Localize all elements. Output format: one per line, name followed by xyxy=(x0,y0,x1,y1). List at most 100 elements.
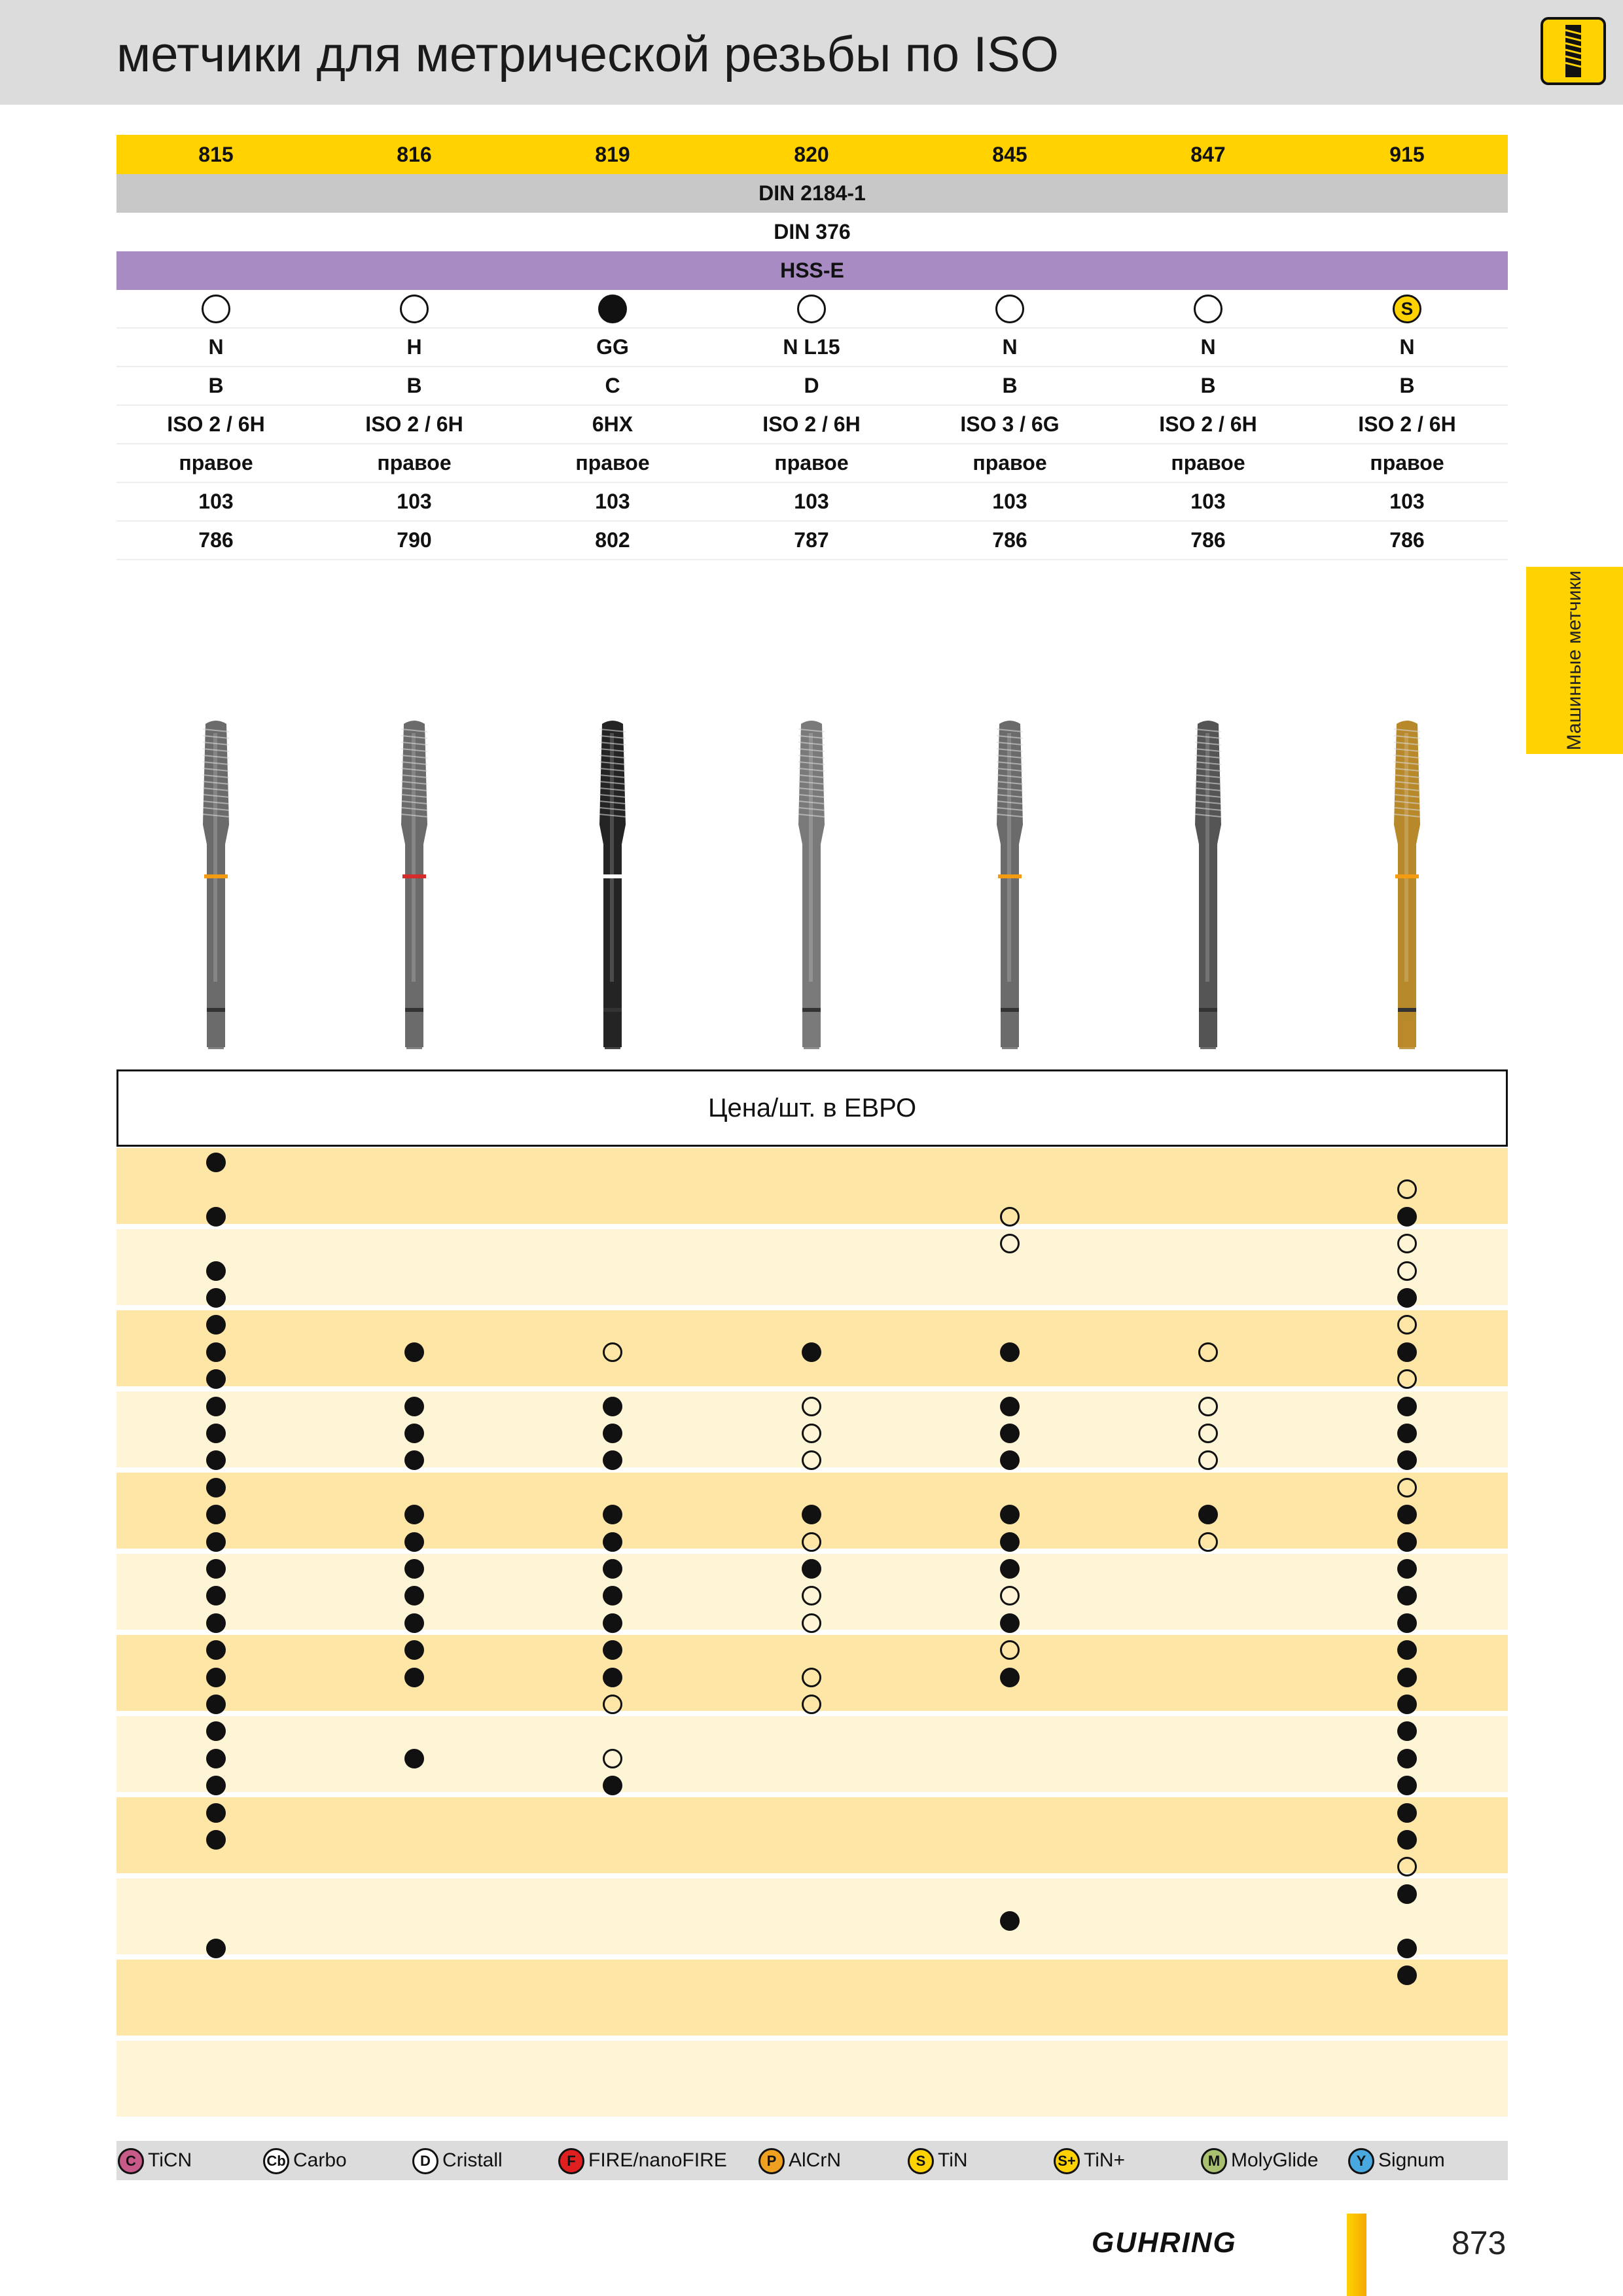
available-dot xyxy=(1000,1396,1020,1416)
available-dot xyxy=(206,1776,226,1796)
coating-badge-icon: Cb xyxy=(263,2148,289,2175)
reference-number-2: 786 xyxy=(992,528,1027,552)
legend-label: TiN+ xyxy=(1084,2149,1126,2171)
available-dot xyxy=(206,1315,226,1335)
coating-badge-icon: Y xyxy=(1348,2148,1374,2175)
available-dot xyxy=(404,1424,424,1443)
thread-direction: правое xyxy=(179,451,253,475)
on-request-dot xyxy=(1397,1261,1417,1281)
on-request-dot xyxy=(1000,1206,1020,1227)
legend-item: S+TiN+ xyxy=(1054,2141,1125,2180)
available-dot xyxy=(206,1640,226,1660)
empty-circle-marker xyxy=(202,295,230,323)
available-dot xyxy=(1397,1721,1417,1742)
tolerance-class: ISO 2 / 6H xyxy=(1358,412,1456,436)
on-request-dot xyxy=(603,1342,622,1362)
on-request-dot xyxy=(1397,1857,1417,1877)
chamfer-form: B xyxy=(1002,374,1018,397)
legend-label: AlCrN xyxy=(789,2149,841,2171)
available-dot xyxy=(603,1532,622,1552)
legend-label: MolyGlide xyxy=(1231,2149,1319,2171)
reference-number-1: 103 xyxy=(1190,490,1226,513)
article-code: 845 xyxy=(992,143,1027,166)
reference-number-2: 787 xyxy=(794,528,829,552)
available-dot xyxy=(1397,1667,1417,1687)
tin-coating-marker: S xyxy=(1393,295,1421,323)
reference-number-1: 103 xyxy=(595,490,630,513)
available-dot xyxy=(603,1776,622,1796)
tap-tool-image xyxy=(196,720,236,1054)
available-dot xyxy=(1397,1884,1417,1904)
available-dot xyxy=(1397,1586,1417,1606)
on-request-dot xyxy=(1397,1234,1417,1254)
tolerance-class: 6HX xyxy=(592,412,633,436)
available-dot xyxy=(206,1153,226,1172)
standard-din-376: DIN 376 xyxy=(774,220,851,243)
available-dot xyxy=(1000,1505,1020,1525)
available-dot xyxy=(404,1450,424,1471)
on-request-dot xyxy=(802,1532,821,1552)
coating-badge-icon: S+ xyxy=(1054,2148,1080,2175)
price-band xyxy=(116,1716,1508,1792)
empty-circle-marker xyxy=(797,295,826,323)
tolerance-class: ISO 2 / 6H xyxy=(762,412,861,436)
tool-type: N L15 xyxy=(783,335,840,359)
on-request-dot xyxy=(1198,1342,1218,1362)
available-dot xyxy=(1397,1505,1417,1525)
material-label: HSS-E xyxy=(780,259,844,282)
available-dot xyxy=(206,1261,226,1281)
available-dot xyxy=(404,1613,424,1633)
tap-thread-icon xyxy=(1541,17,1606,85)
side-tab[interactable]: Машинные метчики xyxy=(1526,567,1623,754)
tolerance-class: ISO 2 / 6H xyxy=(167,412,265,436)
tool-type: N xyxy=(208,335,224,359)
on-request-dot xyxy=(1000,1586,1020,1606)
tool-type: N xyxy=(1200,335,1216,359)
available-dot xyxy=(603,1505,622,1525)
available-dot xyxy=(206,1695,226,1714)
available-dot xyxy=(603,1586,622,1606)
available-dot xyxy=(404,1532,424,1552)
chamfer-form: B xyxy=(208,374,224,397)
available-dot xyxy=(1397,1288,1417,1308)
available-dot xyxy=(603,1559,622,1579)
available-dot xyxy=(404,1342,424,1362)
available-dot xyxy=(1397,1938,1417,1958)
page-header: метчики для метрической резьбы по ISO xyxy=(0,0,1623,105)
available-dot xyxy=(1397,1450,1417,1471)
available-dot xyxy=(206,1667,226,1687)
price-header-box: Цена/шт. в ЕВРО xyxy=(116,1069,1508,1147)
empty-circle-marker xyxy=(400,295,429,323)
chamfer-form: B xyxy=(406,374,422,397)
available-dot xyxy=(1397,1965,1417,1985)
tap-tool-image xyxy=(593,720,632,1054)
legend-label: Cristall xyxy=(442,2149,503,2171)
price-band xyxy=(116,2041,1508,2117)
available-dot xyxy=(603,1424,622,1443)
side-tab-label: Машинные метчики xyxy=(1563,570,1585,751)
on-request-dot xyxy=(1198,1424,1218,1443)
on-request-dot xyxy=(802,1586,821,1606)
available-dot xyxy=(1000,1667,1020,1687)
tap-tool-image xyxy=(1387,720,1427,1054)
on-request-dot xyxy=(1397,1477,1417,1498)
available-dot xyxy=(206,1505,226,1525)
available-dot xyxy=(1397,1342,1417,1362)
legend-label: TiN xyxy=(938,2149,968,2171)
available-dot xyxy=(404,1559,424,1579)
price-band xyxy=(116,1797,1508,1873)
available-dot xyxy=(206,1613,226,1633)
coating-marker-row: S xyxy=(116,290,1508,329)
thread-direction: правое xyxy=(972,451,1047,475)
tool-type: GG xyxy=(596,335,629,359)
available-dot xyxy=(206,1559,226,1579)
available-dot xyxy=(802,1342,821,1362)
available-dot xyxy=(1397,1613,1417,1633)
on-request-dot xyxy=(1397,1315,1417,1335)
on-request-dot xyxy=(802,1396,821,1416)
tap-tool-image xyxy=(990,720,1029,1054)
on-request-dot xyxy=(1198,1532,1218,1552)
